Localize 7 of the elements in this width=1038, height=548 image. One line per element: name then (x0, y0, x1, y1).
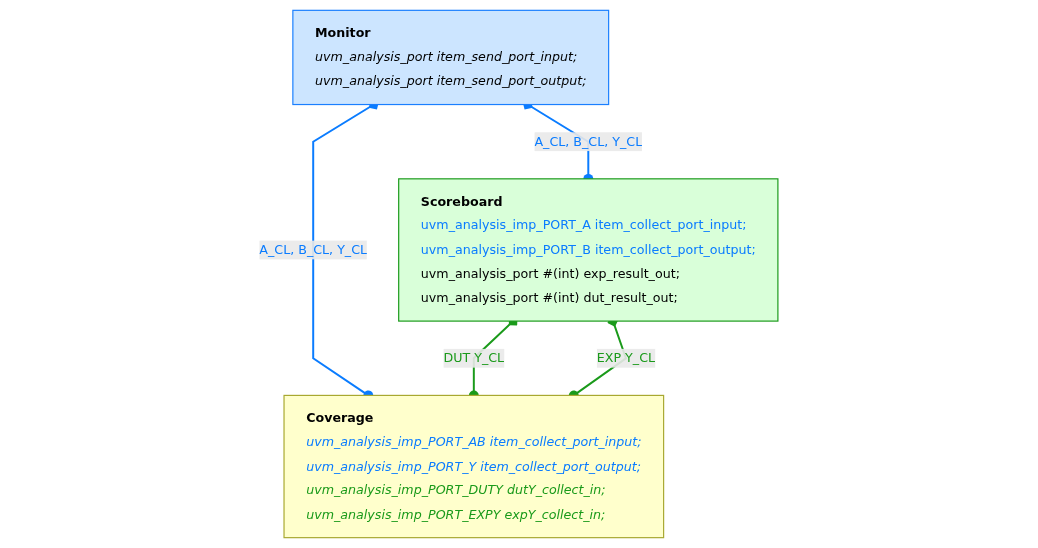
edge-label: A_CL, B_CL, Y_CL (534, 133, 643, 149)
edge-label: DUT Y_CL (443, 350, 505, 366)
edge-label: EXP Y_CL (597, 350, 656, 366)
node-box: Monitor uvm_analysis_port item_send_port_input; uvm_analysis_port item_send_port_output; (292, 9, 610, 106)
node-box: Coverage uvm_analysis_imp_PORT_AB item_collect_port_input; uvm_analysis_imp_PORT_Y item_collect_port_output; uvm_analysis_imp_PORT_DUTY dutY_collect_in; uvm_analysis_imp_PORT_EXPY expY_collect_in; (283, 394, 665, 539)
node-box: Scoreboard uvm_analysis_imp_PORT_A item_collect_port_input; uvm_analysis_imp_PORT_B item_collect_port_output; uvm_analysis_port #(int) exp_result_out; uvm_analysis_port #(int) dut_result_out; (398, 178, 779, 322)
edge-label: A_CL, B_CL, Y_CL (259, 242, 368, 258)
